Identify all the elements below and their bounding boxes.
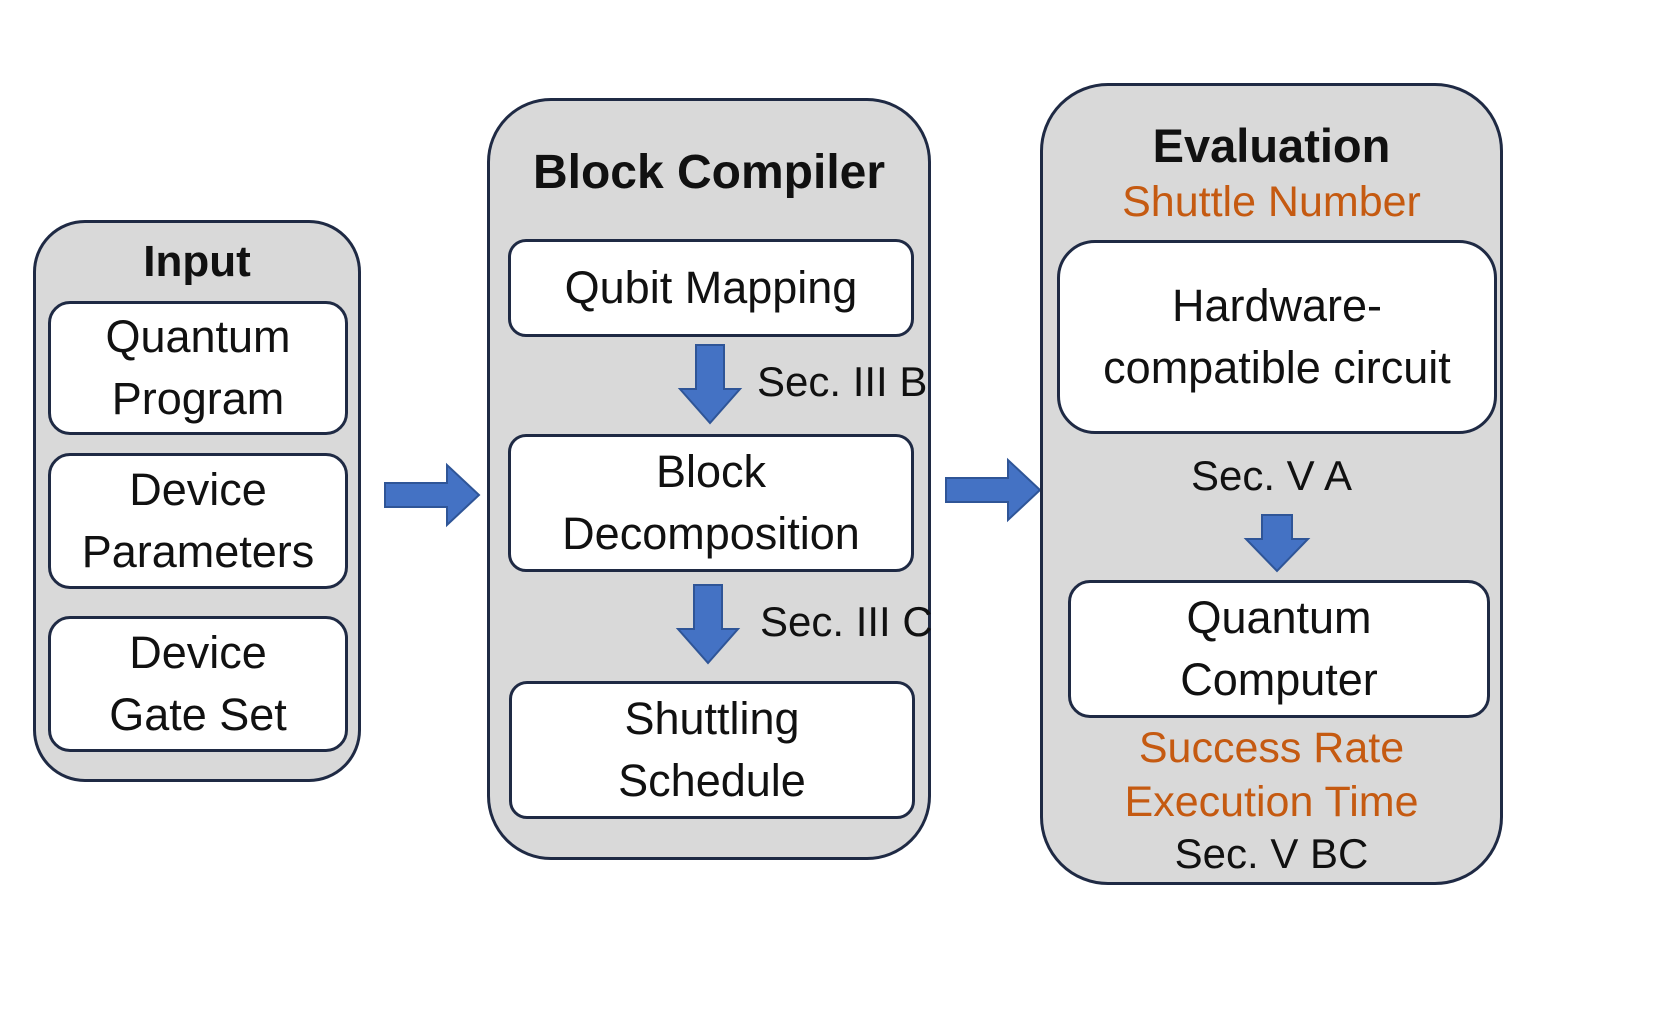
arrow-right-icon	[945, 457, 1042, 523]
device-parameters-line1: Device	[129, 464, 267, 515]
shuttling-schedule-line2: Schedule	[618, 755, 806, 806]
hardware-compatible-circuit-box: Hardware- compatible circuit	[1057, 240, 1497, 434]
hardware-compatible-line1: Hardware-	[1171, 280, 1383, 331]
arrow-down-icon	[1243, 514, 1311, 573]
quantum-computer-line1: Quantum	[1186, 592, 1372, 643]
section-label-iii-c: Sec. III C	[760, 598, 933, 645]
quantum-computer-line2: Computer	[1180, 654, 1378, 705]
quantum-program-box: Quantum Program	[48, 301, 348, 435]
device-parameters-line2: Parameters	[81, 526, 315, 577]
evaluation-panel: Evaluation Shuttle Number Hardware- comp…	[1040, 83, 1503, 885]
qubit-mapping-box: Qubit Mapping	[508, 239, 914, 337]
block-decomposition-box: Block Decomposition	[508, 434, 914, 572]
hardware-compatible-line2: compatible circuit	[1103, 342, 1451, 393]
quantum-program-line2: Program	[111, 373, 285, 424]
arrow-right-icon	[384, 462, 481, 528]
section-label-v-bc: Sec. V BC	[1174, 830, 1369, 877]
arrow-down-icon	[677, 344, 743, 425]
shuttle-number-metric: Shuttle Number	[1122, 178, 1421, 226]
execution-time-metric: Execution Time	[1124, 778, 1419, 826]
block-compiler-title: Block Compiler	[532, 146, 886, 199]
device-gate-set-line2: Gate Set	[109, 689, 287, 740]
device-parameters-box: Device Parameters	[48, 453, 348, 589]
block-compiler-panel: Block Compiler Qubit Mapping Block Decom…	[487, 98, 931, 860]
arrow-down-icon	[675, 584, 741, 665]
quantum-computer-box: Quantum Computer	[1068, 580, 1490, 718]
device-gate-set-box: Device Gate Set	[48, 616, 348, 752]
success-rate-metric: Success Rate	[1138, 724, 1405, 772]
section-label-iii-b: Sec. III B	[757, 358, 928, 405]
device-gate-set-line1: Device	[129, 627, 267, 678]
block-decomposition-line1: Block	[655, 446, 767, 497]
input-title: Input	[143, 237, 251, 286]
input-panel: Input Quantum Program Device Parameters …	[33, 220, 361, 782]
shuttling-schedule-box: Shuttling Schedule	[509, 681, 915, 819]
shuttling-schedule-line1: Shuttling	[624, 693, 800, 744]
quantum-program-line1: Quantum	[105, 311, 291, 362]
section-label-v-a: Sec. V A	[1190, 452, 1353, 499]
qubit-mapping-label: Qubit Mapping	[564, 262, 858, 313]
block-decomposition-line2: Decomposition	[562, 508, 860, 559]
evaluation-title: Evaluation	[1152, 119, 1391, 172]
